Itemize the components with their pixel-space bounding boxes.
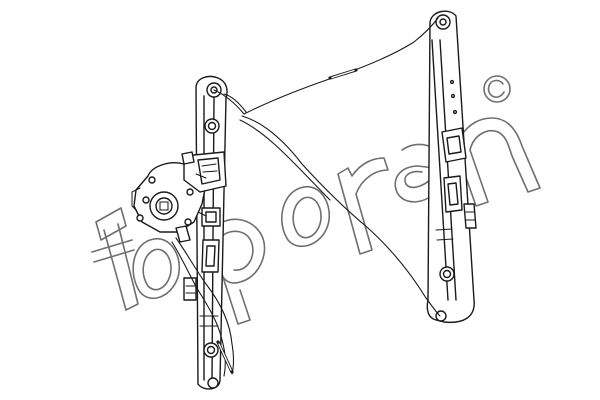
copyright-icon bbox=[483, 75, 511, 103]
front-guide-rail bbox=[183, 75, 228, 390]
cable-assembly bbox=[171, 17, 441, 377]
drive-unit bbox=[131, 151, 227, 243]
rear-guide-rail bbox=[426, 10, 477, 324]
